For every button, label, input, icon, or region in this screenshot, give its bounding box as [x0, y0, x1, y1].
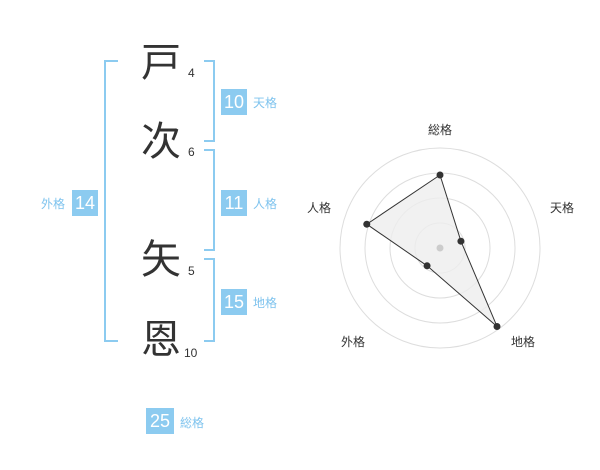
radar-point-5 [363, 220, 371, 228]
soukaku-label: 総格 [180, 416, 205, 430]
chikaku-bracket [204, 258, 215, 342]
stroke-count-4: 10 [184, 346, 198, 360]
jinkaku-label: 人格 [253, 197, 278, 211]
tenkaku-label: 天格 [253, 96, 278, 110]
stroke-count-2: 6 [188, 145, 195, 159]
stroke-count-1: 4 [188, 66, 195, 80]
gaikaku-bracket [104, 60, 118, 342]
jinkaku-bracket [204, 149, 215, 251]
jinkaku-value: 11 [221, 190, 247, 216]
name-char-3: 矢 [141, 237, 181, 283]
radar-label-gaikaku: 外格 [341, 335, 366, 349]
stroke-count-3: 5 [188, 264, 195, 278]
name-char-1: 戸 [141, 40, 181, 86]
gaikaku-label: 外格 [41, 197, 66, 211]
tenkaku-value: 10 [221, 89, 247, 115]
name-char-2: 次 [141, 119, 181, 165]
chikaku-value: 15 [221, 289, 247, 315]
gaikaku-value: 14 [72, 190, 98, 216]
radar-label-tenkaku: 天格 [550, 201, 575, 215]
tenkaku-bracket [204, 60, 215, 142]
radar-point-4 [423, 262, 431, 270]
soukaku-value: 25 [146, 408, 174, 434]
radar-point-2 [457, 237, 465, 245]
radar-point-1 [436, 171, 444, 179]
chikaku-label: 地格 [253, 296, 278, 310]
radar-point-3 [493, 322, 501, 330]
radar-label-jinkaku: 人格 [307, 201, 332, 215]
radar-label-chikaku: 地格 [511, 335, 536, 349]
radar-label-soukaku: 総格 [428, 123, 453, 137]
name-char-4: 恩 [141, 317, 181, 363]
radar-ring [339, 147, 541, 349]
radar-center-dot [436, 244, 444, 252]
radar-series-polygon [365, 174, 498, 327]
